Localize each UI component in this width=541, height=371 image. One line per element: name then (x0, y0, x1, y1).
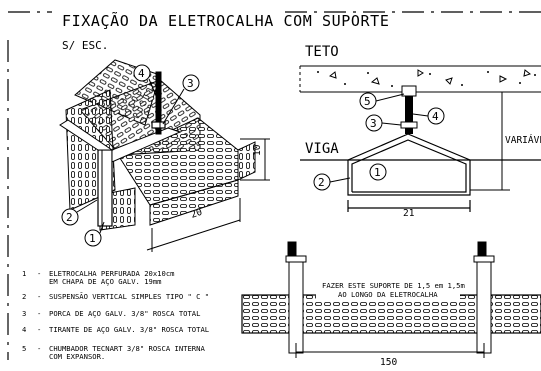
label-teto: TETO (305, 44, 339, 60)
isometric-view (59, 59, 270, 252)
label-viga: VIGA (305, 141, 339, 157)
callout-3-sec-num: 3 (370, 117, 377, 130)
legend-1-line-2: EM CHAPA DE AÇO GALV. 19mm (49, 277, 162, 286)
drawing-title: FIXAÇÃO DA ELETROCALHA COM SUPORTE (62, 11, 389, 30)
callout-4-iso-num: 4 (138, 67, 145, 80)
callout-2-sec-num: 2 (318, 176, 325, 189)
support-note-line-2: AO LONGO DA ELETROCALHA (338, 290, 438, 299)
sheet-border (7, 11, 541, 360)
callout-1-iso-num: 1 (89, 232, 96, 245)
legend-5-line-2: COM EXPANSOR. (49, 352, 105, 361)
section-rod (400, 85, 418, 134)
callout-2-iso (61, 208, 79, 226)
callout-4-sec-num: 4 (432, 110, 439, 123)
callout-4-iso (133, 64, 151, 82)
dim-span-150: 150 (380, 357, 397, 368)
support-note-line-1: FAZER ESTE SUPORTE DE 1,5 em 1,5m (322, 281, 465, 290)
legend-4-line-1: TIRANTE DE AÇO GALV. 3/8" ROSCA TOTAL (49, 325, 209, 334)
legend-2-dash: - (37, 292, 41, 301)
legend-3-dash: - (37, 309, 41, 318)
dim-width-21: 21 (403, 208, 415, 219)
callout-5-sec-num: 5 (364, 95, 371, 108)
legend-3-line-1: PORCA DE AÇO GALV. 3/8" ROSCA TOTAL (49, 309, 200, 318)
legend-5-line-1: CHUMBADOR TECNART 3/8" ROSCA INTERNA (49, 344, 205, 353)
legend-1-line-1: ELETROCALHA PERFURADA 20x10cm (49, 269, 175, 278)
legend-1-num: 1 (22, 269, 26, 278)
label-variavel: VARIÁVEL (505, 134, 541, 146)
legend-5-dash: - (37, 344, 41, 353)
callout-3-iso (182, 74, 200, 92)
callout-3-iso-num: 3 (187, 77, 194, 90)
dim-height-10: 10 (252, 144, 263, 156)
scale-note: S/ ESC. (62, 39, 108, 52)
legend-2-line-1: SUSPENSÃO VERTICAL SIMPLES TIPO " C " (49, 292, 209, 301)
support-note-bg (316, 280, 460, 302)
dim-length-20: 20 (189, 207, 204, 221)
dim-variavel-lines (420, 91, 510, 191)
elevation-view (241, 241, 541, 358)
legend-5-num: 5 (22, 344, 26, 353)
callout-1-sec-num: 1 (374, 166, 381, 179)
section-tray (300, 133, 541, 212)
legend-3-num: 3 (22, 309, 26, 318)
ceiling-slab (299, 65, 541, 93)
legend-2-num: 2 (22, 292, 26, 301)
legend-4-dash: - (37, 325, 41, 334)
callout-2-iso-num: 2 (66, 211, 73, 224)
callout-1-iso (84, 229, 102, 247)
legend: 1 - ELETROCALHA PERFURADA 20x10cm EM CHA… (22, 269, 209, 361)
callout-1-sec (369, 163, 387, 181)
legend-4-num: 4 (22, 325, 26, 334)
legend-1-dash: - (37, 269, 41, 278)
